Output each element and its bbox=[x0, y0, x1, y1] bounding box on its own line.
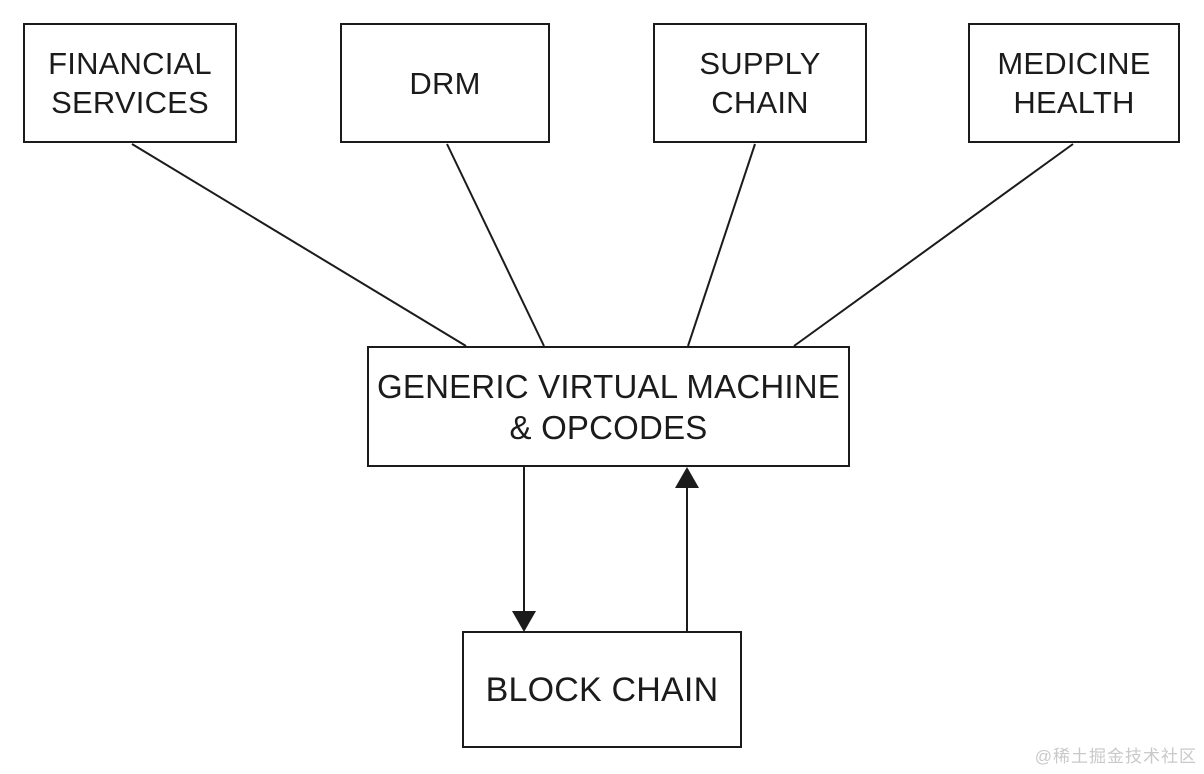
node-label: GENERIC VIRTUAL MACHINE bbox=[376, 367, 840, 405]
watermark: @稀土掘金技术社区 bbox=[1034, 747, 1197, 766]
node-supply-chain: SUPPLY CHAIN bbox=[653, 23, 867, 143]
arrow-generic-vm-to-blockchain bbox=[512, 467, 536, 632]
node-blockchain: BLOCK CHAIN bbox=[462, 631, 742, 748]
node-label: MEDICINE bbox=[997, 46, 1151, 81]
node-label: BLOCK CHAIN bbox=[485, 670, 719, 709]
connector-supply-chain-to-generic-vm bbox=[687, 143, 756, 347]
node-generic-virtual-machine: GENERIC VIRTUAL MACHINE & OPCODES bbox=[367, 346, 850, 467]
node-label: HEALTH bbox=[1013, 85, 1135, 120]
node-financial-services: FINANCIAL SERVICES bbox=[23, 23, 237, 143]
node-label: CHAIN bbox=[711, 85, 809, 120]
node-label: SERVICES bbox=[51, 85, 209, 120]
connector-medicine-health-to-generic-vm bbox=[793, 143, 1074, 347]
connector-financial-services-to-generic-vm bbox=[131, 143, 467, 347]
node-label: & OPCODES bbox=[509, 408, 708, 446]
node-label: FINANCIAL bbox=[48, 46, 212, 81]
node-label: SUPPLY bbox=[699, 46, 821, 81]
connector-drm-to-generic-vm bbox=[446, 143, 545, 347]
arrow-blockchain-to-generic-vm bbox=[675, 467, 699, 631]
node-medicine-health: MEDICINE HEALTH bbox=[968, 23, 1180, 143]
arrow-up-head-icon bbox=[675, 467, 699, 488]
node-label: DRM bbox=[409, 65, 481, 101]
node-drm: DRM bbox=[340, 23, 550, 143]
arrow-down-head-icon bbox=[512, 611, 536, 632]
